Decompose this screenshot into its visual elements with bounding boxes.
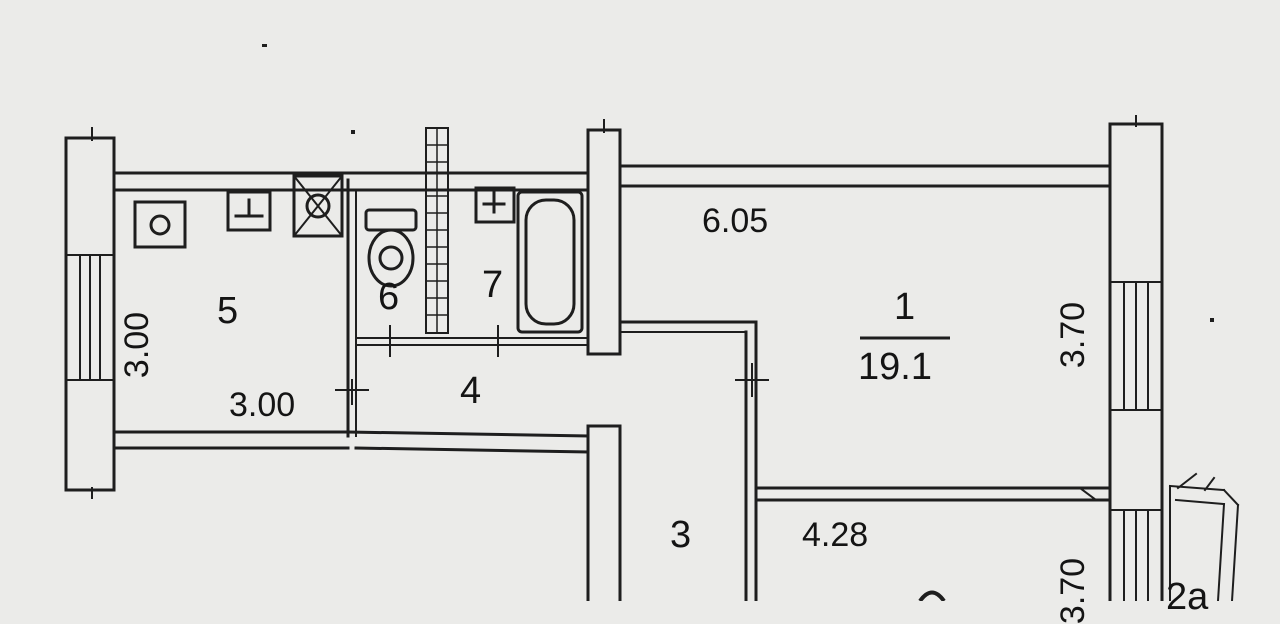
kitchen-width-dimension: 3.00 [229,386,296,424]
room-3-number: 3 [670,514,692,556]
room-7-number: 7 [482,264,504,306]
room-2-label-partial [918,590,946,601]
living-room-height-dimension: 3.70 [1054,301,1093,369]
bedroom-height-dimension: 3.70 [1054,557,1093,624]
kitchen-bottom-wall [112,379,590,454]
paper-speck [1210,318,1214,322]
kitchen-height-dimension: 3.00 [118,311,157,379]
room-6-number: 6 [378,276,400,318]
kitchen-sink-icon [226,190,272,232]
living-room-width-dimension: 6.05 [702,202,769,240]
room-1-area: 19.1 [858,346,932,388]
right-exterior-wall [1108,115,1164,601]
top-wall-left [112,171,590,192]
top-wall-right [618,164,1112,188]
floor-plan [64,44,1240,601]
left-exterior-wall [64,127,116,499]
toilet-icon [364,208,418,288]
paper-speck [351,130,355,134]
living-bedroom-wall [754,486,1112,502]
washbasin-icon [474,186,516,224]
ventilation-shaft [425,127,449,334]
balcony [1168,472,1240,601]
bedroom-width-dimension: 4.28 [802,516,869,554]
bathtub-icon [516,190,584,334]
stove-icon [133,200,187,249]
living-room-partition [618,320,769,601]
gas-boiler-icon [292,174,344,238]
central-pillar [586,119,622,601]
kitchen-bath-partition [346,178,589,438]
room-5-number: 5 [217,290,239,332]
room-1-number: 1 [894,286,916,328]
room-2a-number: 2a [1166,576,1209,618]
paper-speck [262,44,267,47]
room-4-number: 4 [460,370,482,412]
